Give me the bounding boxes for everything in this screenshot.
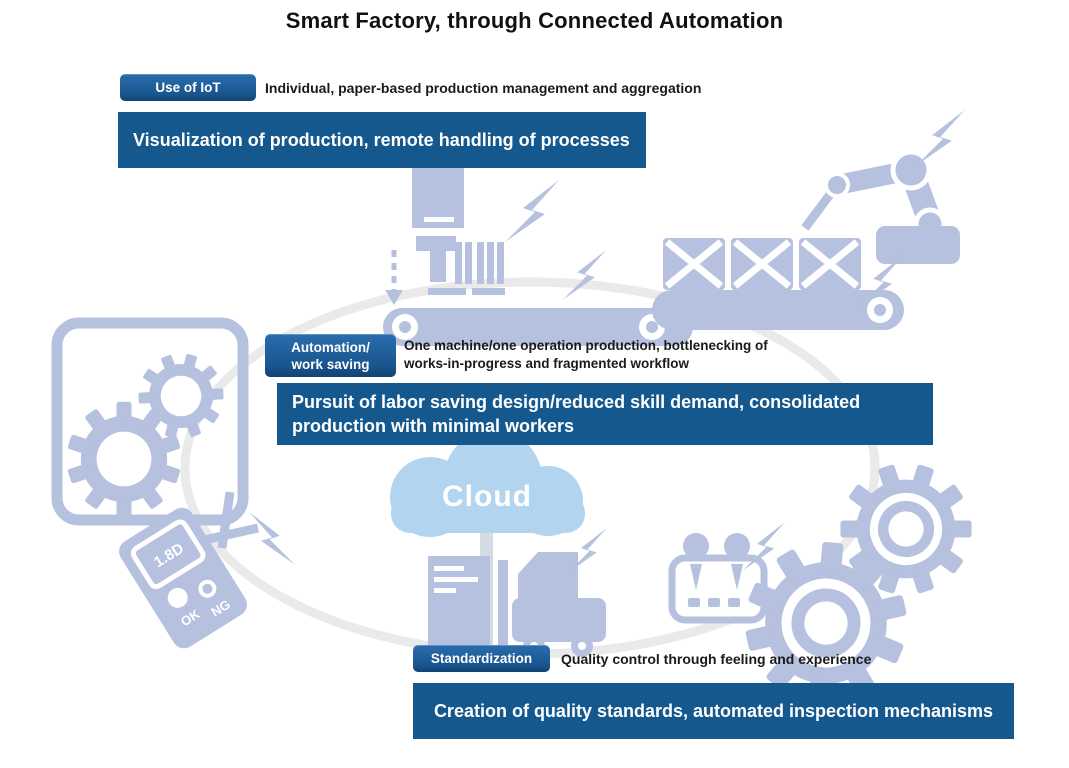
conveyor-belt-icon: [383, 308, 693, 346]
description-automation: One machine/one operation production, bo…: [404, 337, 768, 373]
badge-standardization: Standardization: [413, 645, 550, 672]
cloud-icon: Cloud: [390, 430, 585, 537]
gear-icon: [739, 535, 913, 711]
handheld-tester-icon: 1.8D OK NG: [119, 507, 247, 649]
crate-icon: [731, 238, 793, 290]
operator-machine-icon: [668, 533, 768, 624]
badge-label: Use of IoT: [155, 80, 221, 95]
robot-arm-icon: [801, 149, 960, 264]
down-arrow-dashed-icon: [385, 250, 403, 305]
crate-icon: [663, 238, 725, 290]
description-text: Quality control through feeling and expe…: [561, 650, 872, 667]
tablet-outline-icon: [51, 317, 249, 526]
lightning-bolt-icon: [505, 180, 559, 242]
description-text: Individual, paper-based production manag…: [265, 79, 702, 96]
page-title: Smart Factory, through Connected Automat…: [285, 8, 784, 33]
banner-quality-standards: Creation of quality standards, automated…: [413, 683, 1014, 739]
badge-use-of-iot: Use of IoT: [120, 74, 256, 101]
description-line1: One machine/one operation production, bo…: [404, 338, 768, 353]
cloud-label: Cloud: [442, 480, 532, 513]
badge-automation-work-saving: Automation/ work saving: [265, 334, 396, 377]
crate-conveyor-icon: [652, 238, 904, 330]
lightning-bolt-icon: [249, 512, 295, 565]
badge-label-line2: work saving: [291, 356, 370, 372]
description-use-of-iot: Individual, paper-based production manag…: [265, 74, 701, 101]
banner-text: Creation of quality standards, automated…: [433, 700, 994, 721]
badge-label-line1: Automation/: [291, 339, 370, 355]
banner-line2: production with minimal workers: [292, 416, 575, 436]
description-line2: works-in-progress and fragmented workflo…: [404, 356, 690, 371]
banner-text: Visualization of production, remote hand…: [133, 129, 630, 150]
description-standardization: Quality control through feeling and expe…: [561, 645, 871, 672]
banner-labor-saving: Pursuit of labor saving design/reduced s…: [277, 383, 933, 445]
badge-label: Standardization: [430, 651, 533, 666]
forklift-icon: [486, 552, 606, 658]
crate-icon: [799, 238, 861, 290]
banner-line1: Pursuit of labor saving design/reduced s…: [292, 392, 861, 412]
banner-visualization: Visualization of production, remote hand…: [118, 112, 646, 168]
gear-icon: [67, 401, 181, 517]
gear-icon: [129, 344, 233, 448]
gear-icon: [823, 446, 989, 612]
illustration-layer: Cloud: [51, 110, 989, 711]
antenna-icon: [199, 491, 259, 549]
press-machine-icon: [412, 168, 505, 295]
document-icon: [428, 556, 490, 648]
lightning-bolt-icon: [563, 250, 607, 300]
